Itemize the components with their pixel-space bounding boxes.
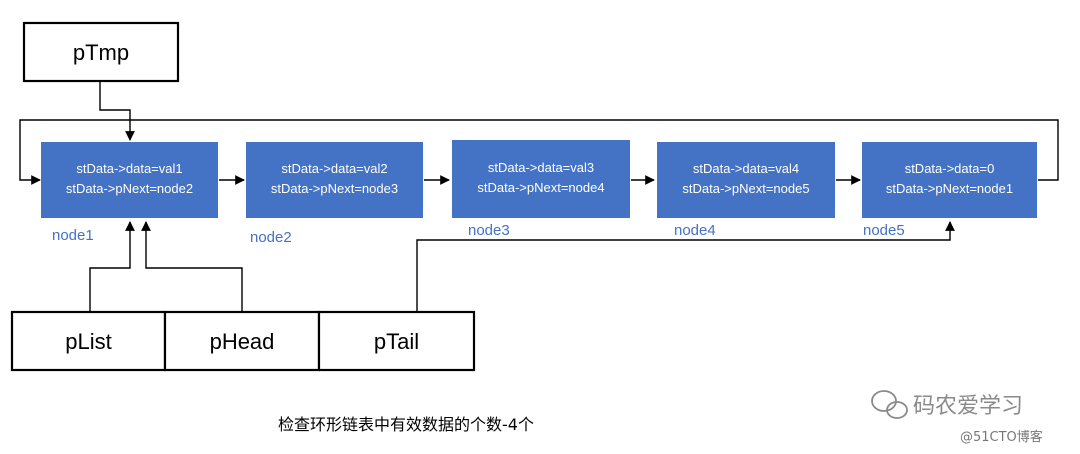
phead-pointer-box: pHead xyxy=(163,310,321,372)
node-5-data: stData->data=0 xyxy=(905,161,995,176)
phead-label: pHead xyxy=(210,329,275,354)
node-2-next: stData->pNext=node3 xyxy=(271,181,398,196)
node-2: stData->data=val2 stData->pNext=node3 xyxy=(246,142,423,218)
plist-pointer-box: pList xyxy=(10,310,167,372)
watermark-name: 码农爱学习 xyxy=(913,394,1023,419)
node-4: stData->data=val4 stData->pNext=node5 xyxy=(657,142,835,218)
node-5: stData->data=0 stData->pNext=node1 xyxy=(862,142,1037,218)
node-1-next: stData->pNext=node2 xyxy=(66,181,193,196)
node-5-next: stData->pNext=node1 xyxy=(886,181,1013,196)
node-4-next: stData->pNext=node5 xyxy=(682,181,809,196)
watermark: 码农爱学习 @51CTO博客 xyxy=(871,390,1043,445)
node-3-data: stData->data=val3 xyxy=(488,160,594,175)
node-2-data: stData->data=val2 xyxy=(281,161,387,176)
ptail-pointer-box: pTail xyxy=(317,310,476,372)
ptmp-arrow xyxy=(99,81,135,141)
node-1-label: node1 xyxy=(52,227,94,244)
node-4-label: node4 xyxy=(674,222,716,239)
plist-arrow xyxy=(89,221,135,312)
node-3-label: node3 xyxy=(468,222,510,239)
watermark-site: @51CTO博客 xyxy=(960,429,1043,445)
node-1: stData->data=val1 stData->pNext=node2 xyxy=(41,142,218,218)
node-3: stData->data=val3 stData->pNext=node4 xyxy=(452,140,630,218)
diagram-caption: 检查环形链表中有效数据的个数-4个 xyxy=(278,415,534,434)
plist-label: pList xyxy=(65,329,111,354)
loop-back-arrow xyxy=(19,119,1059,185)
node-1-data: stData->data=val1 xyxy=(76,161,182,176)
wechat-icon xyxy=(871,390,908,419)
ptail-label: pTail xyxy=(374,329,419,354)
node-2-label: node2 xyxy=(250,229,292,246)
ptail-arrow xyxy=(416,221,955,312)
node-3-next: stData->pNext=node4 xyxy=(477,180,604,195)
node-5-label: node5 xyxy=(863,222,905,239)
phead-arrow xyxy=(141,221,243,312)
ptmp-pointer-box: pTmp xyxy=(22,21,180,83)
node-4-data: stData->data=val4 xyxy=(693,161,799,176)
ptmp-label: pTmp xyxy=(73,40,129,65)
